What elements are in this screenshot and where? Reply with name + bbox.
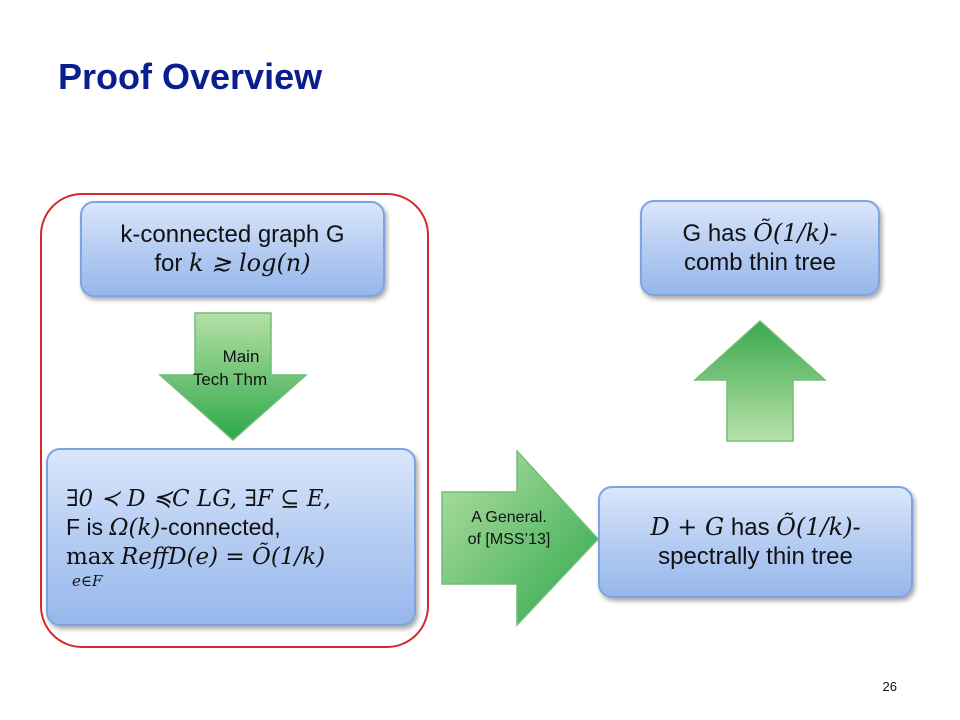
o-tilde-formula-1: Õ(1/k) [776,512,853,541]
generalization-label: A General. of [MSS’13] [444,507,574,550]
max-subscript: e∈F [72,572,103,591]
main-tech-thm-label-line-2: Tech Thm [192,369,268,389]
spectral-condition-line-1: ∃0 ≺ D ≼C LG, ∃F ⊆ E, [66,485,331,512]
reff-formula: ReffD(e) = Õ(1/k) [120,544,326,571]
spectral-condition-line-3: max e∈F ReffD(e) = Õ(1/k) [66,542,326,591]
main-tech-thm-arrow [158,312,308,442]
spectrally-thin-dash: - [852,513,861,541]
spectral-condition-line-2: F is Ω(k)-connected, [66,513,281,542]
page-title: Proof Overview [58,56,323,97]
main-tech-thm-label: Main Tech Thm [170,346,290,392]
k-connected-line-1: k-connected graph G [120,220,345,248]
spectral-condition-line-2-suffix: -connected, [160,513,281,540]
k-log-n-formula: k ≳ log(n) [189,249,311,277]
generalization-label-line-2: of [MSS’13] [467,530,551,548]
max-operator: max [66,544,115,571]
k-connected-graph-box: k-connected graph G for k ≳ log(n) [80,201,385,297]
left-group-frame [40,193,429,648]
d-plus-g-formula: D + G [650,512,725,541]
spectrally-thin-line-1: D + G has Õ(1/k)- [650,513,860,542]
generalization-label-line-1: A General. [471,509,547,526]
comb-thin-dash: - [829,219,838,247]
comb-thin-line-1: G has Õ(1/k)- [682,219,837,248]
comb-thin-line-2: comb thin tree [683,249,837,276]
omega-k-formula: Ω(k) [109,514,161,541]
k-connected-line-2: for k ≳ log(n) [154,249,310,278]
spectrally-thin-has: has [724,513,777,541]
generalization-arrow [441,449,600,627]
comb-thin-tree-box: G has Õ(1/k)- comb thin tree [640,200,880,296]
spectrally-thin-line-2: spectrally thin tree [658,543,853,570]
spectral-condition-box: ∃0 ≺ D ≼C LG, ∃F ⊆ E, F is Ω(k)-connecte… [46,448,416,626]
spectral-condition-line-2-prefix: F is [66,513,110,540]
page-number: 26 [882,679,897,694]
o-tilde-formula-2: Õ(1/k) [753,218,830,247]
spectrally-thin-tree-box: D + G has Õ(1/k)- spectrally thin tree [598,486,913,598]
k-connected-line-2-prefix: for [154,250,190,277]
main-tech-thm-label-line-1: Main [222,347,260,366]
up-arrow [693,319,827,442]
comb-thin-g-has: G has [682,219,754,247]
